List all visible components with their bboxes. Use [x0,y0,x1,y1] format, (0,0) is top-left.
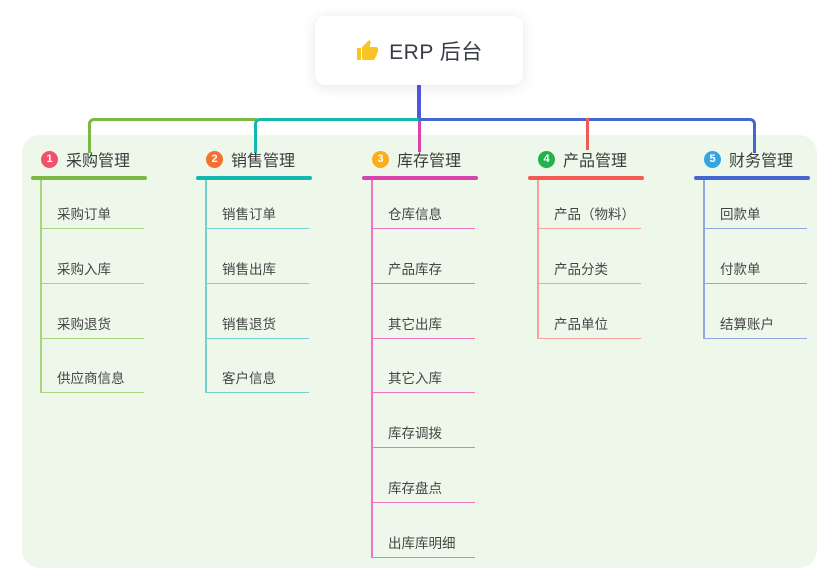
branch-spine [537,180,539,339]
branch-underline [31,176,147,180]
branch-node-label: 采购管理 [66,153,131,170]
child-node-label: 产品库存 [388,262,442,277]
branch-number-badge: 3 [372,150,389,168]
child-node-label: 产品单位 [554,317,608,332]
root-node-label: ERP 后台 [389,40,483,64]
child-node[interactable]: 销售出库 [205,252,309,284]
branch-number-badge: 5 [704,150,721,168]
branch-underline [694,176,810,180]
child-node-label: 产品（物料） [554,207,635,222]
child-node-label: 回款单 [720,207,761,222]
child-node[interactable]: 出库库明细 [371,526,475,558]
child-node-label: 销售订单 [222,207,276,222]
child-node-label: 其它入库 [388,371,442,386]
branch-number-badge: 4 [538,150,555,168]
branch-finance: 5 财务管理 回款单 付款单 结算账户 [694,146,810,339]
branch-underline [196,176,312,180]
child-node[interactable]: 产品分类 [537,252,641,284]
branch-node-label: 产品管理 [563,153,628,170]
branch-spine [371,180,373,558]
branch-number-badge: 1 [41,150,58,168]
child-node-label: 采购订单 [57,207,111,222]
child-node[interactable]: 销售订单 [205,197,309,229]
child-node-label: 供应商信息 [57,371,125,386]
branches-panel [22,135,817,568]
branch-node[interactable]: 4 产品管理 [528,146,644,172]
branch-spine [703,180,705,339]
child-node-label: 库存调拨 [388,426,442,441]
branch-inventory: 3 库存管理 仓库信息 产品库存 其它出库 其它入库 库存调拨 库存盘点 出库库… [362,146,478,558]
child-node[interactable]: 付款单 [703,252,807,284]
child-node[interactable]: 产品（物料） [537,197,641,229]
branch-product: 4 产品管理 产品（物料） 产品分类 产品单位 [528,146,644,339]
branch-node[interactable]: 2 销售管理 [196,146,312,172]
child-node-label: 结算账户 [720,317,774,332]
child-node-label: 库存盘点 [388,481,442,496]
child-node[interactable]: 其它出库 [371,307,475,339]
thumbs-up-icon [355,39,379,63]
branch-sales: 2 销售管理 销售订单 销售出库 销售退货 客户信息 [196,146,312,393]
branch-purchase: 1 采购管理 采购订单 采购入库 采购退货 供应商信息 [31,146,147,393]
branch-underline [528,176,644,180]
child-node[interactable]: 产品库存 [371,252,475,284]
child-node[interactable]: 采购退货 [40,307,144,339]
child-node-label: 销售退货 [222,317,276,332]
child-node[interactable]: 采购订单 [40,197,144,229]
child-node[interactable]: 供应商信息 [40,361,144,393]
branch-node-label: 销售管理 [231,153,296,170]
child-node-label: 采购退货 [57,317,111,332]
branch-underline [362,176,478,180]
child-node[interactable]: 仓库信息 [371,197,475,229]
child-node[interactable]: 产品单位 [537,307,641,339]
child-node[interactable]: 回款单 [703,197,807,229]
child-node[interactable]: 销售退货 [205,307,309,339]
branch-spine [40,180,42,393]
connector-root [417,85,421,121]
child-node-label: 付款单 [720,262,761,277]
branch-node[interactable]: 1 采购管理 [31,146,147,172]
branch-node[interactable]: 3 库存管理 [362,146,478,172]
branch-node-label: 财务管理 [729,153,794,170]
branch-node-label: 库存管理 [397,153,462,170]
child-node[interactable]: 其它入库 [371,361,475,393]
child-node-label: 出库库明细 [388,536,456,551]
child-node[interactable]: 结算账户 [703,307,807,339]
child-node[interactable]: 库存调拨 [371,416,475,448]
branch-node[interactable]: 5 财务管理 [694,146,810,172]
child-node[interactable]: 客户信息 [205,361,309,393]
child-node[interactable]: 采购入库 [40,252,144,284]
child-node-label: 其它出库 [388,317,442,332]
child-node-label: 销售出库 [222,262,276,277]
branch-spine [205,180,207,393]
child-node-label: 产品分类 [554,262,608,277]
branch-number-badge: 2 [206,150,223,168]
child-node-label: 客户信息 [222,371,276,386]
child-node-label: 采购入库 [57,262,111,277]
child-node[interactable]: 库存盘点 [371,471,475,503]
child-node-label: 仓库信息 [388,207,442,222]
root-node[interactable]: ERP 后台 [315,16,523,85]
